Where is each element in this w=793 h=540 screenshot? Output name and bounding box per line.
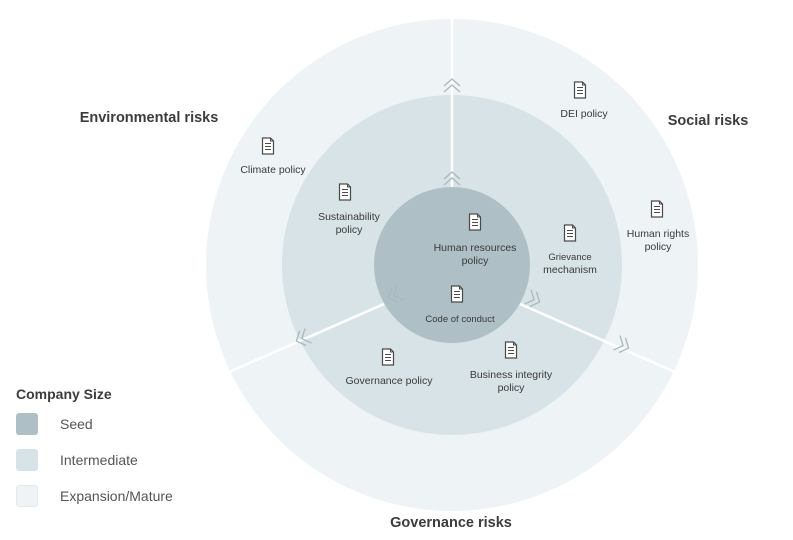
human-resources-policy-doc-icon [468,213,482,231]
sustainability-policy-label-line1: Sustainability [318,211,381,223]
legend-label-intermediate: Intermediate [60,452,138,468]
sustainability-policy-doc-icon [338,183,352,201]
governance-risks-title: Governance risks [390,515,512,531]
legend-swatch-intermediate [16,449,38,471]
inner-ring-seed [374,187,530,343]
legend-item-expansion-mature: Expansion/Mature [16,484,173,508]
business-integrity-policy-label-line2: policy [498,382,526,394]
sector-dividers [228,18,676,374]
business-integrity-policy-doc-icon [504,341,518,359]
legend-title: Company Size [16,386,112,402]
governance-policy-label: Governance policy [346,375,434,387]
grievance-mechanism-label-line1: Grievance [548,252,591,263]
sustainability-policy-label-line2: policy [336,224,364,236]
grievance-mechanism-doc-icon [563,224,577,242]
business-integrity-policy-label-line1: Business integrity [470,369,553,381]
legend-swatch-seed [16,413,38,435]
legend-swatch-expansion-mature [16,485,38,507]
dei-policy-doc-icon [573,81,587,99]
legend-label-seed: Seed [60,416,93,432]
human-rights-policy-label-line1: Human rights [627,228,689,240]
dei-policy-label: DEI policy [560,108,608,120]
legend-item-intermediate: Intermediate [16,448,173,472]
code-of-conduct-doc-icon [450,285,464,303]
grievance-mechanism-label-line2: mechanism [543,264,597,276]
legend-item-seed: Seed [16,412,173,436]
human-resources-policy-label-line2: policy [462,255,490,267]
company-size-legend: Company Size Seed Intermediate Expansion… [16,386,173,520]
human-resources-policy-label-line1: Human resources [434,242,517,254]
climate-policy-doc-icon [261,137,275,155]
social-risks-title: Social risks [668,113,749,129]
human-rights-policy-label-line2: policy [645,241,673,253]
governance-policy-doc-icon [381,348,395,366]
code-of-conduct-label: Code of conduct [425,314,495,325]
environmental-risks-title: Environmental risks [80,110,219,126]
climate-policy-label: Climate policy [240,164,306,176]
legend-label-expansion-mature: Expansion/Mature [60,488,173,504]
human-rights-policy-doc-icon [650,200,664,218]
